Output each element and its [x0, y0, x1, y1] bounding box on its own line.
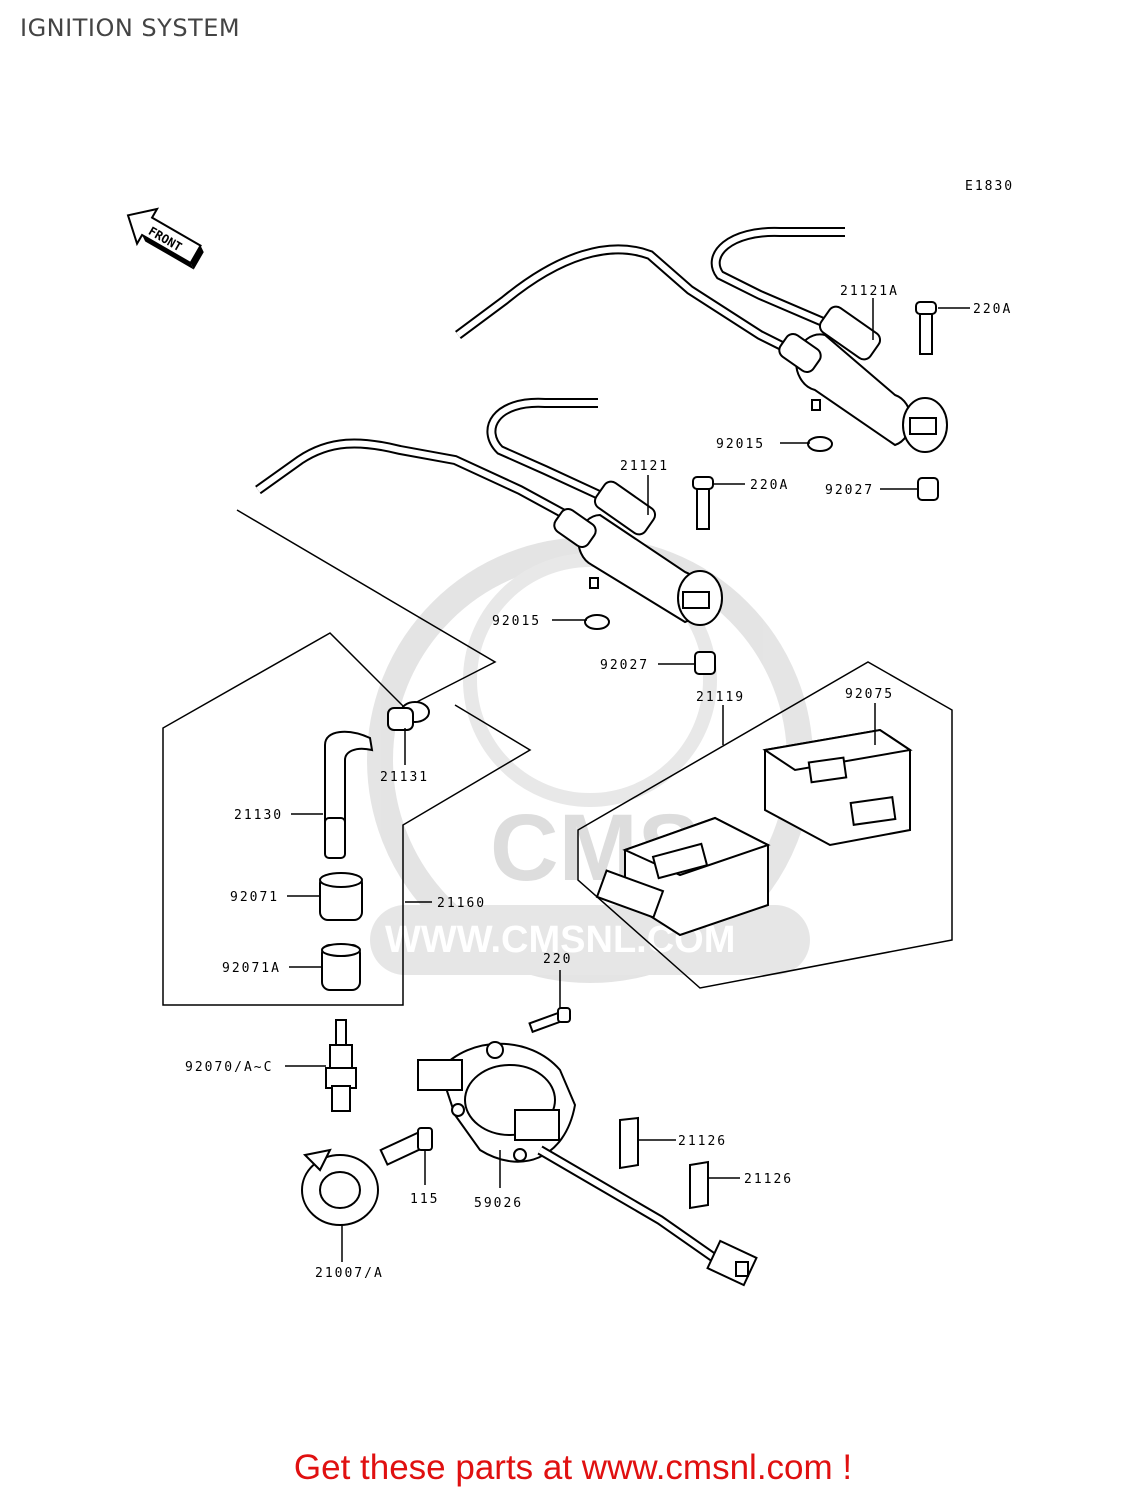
- page-title: IGNITION SYSTEM: [20, 14, 241, 42]
- part-label-92071: 92071: [230, 890, 279, 905]
- part-label-21126-a: 21126: [678, 1134, 727, 1149]
- plug-cap-group: [162, 509, 532, 1006]
- part-label-220: 220: [543, 952, 572, 967]
- part-label-92071a: 92071A: [222, 961, 281, 976]
- part-label-92027-top: 92027: [825, 483, 874, 498]
- ignition-coil-upper: [455, 226, 948, 501]
- leader-lines: [285, 298, 970, 1262]
- part-label-21119: 21119: [696, 690, 745, 705]
- shop-link-banner[interactable]: Get these parts at www.cmsnl.com !: [293, 1448, 853, 1487]
- ignition-coil-middle: [255, 397, 723, 675]
- part-label-92015-mid: 92015: [492, 614, 541, 629]
- part-label-220a-top: 220A: [973, 302, 1012, 317]
- part-label-21131: 21131: [380, 770, 429, 785]
- diagram-code: E1830: [965, 179, 1014, 194]
- part-label-21121: 21121: [620, 459, 669, 474]
- part-label-92075: 92075: [845, 687, 894, 702]
- part-labels: 21121A 220A 92015 92027 21121 220A 92015…: [185, 284, 1012, 1281]
- part-label-92027-mid: 92027: [600, 658, 649, 673]
- pickup-group: [301, 1007, 758, 1287]
- part-label-220a-mid: 220A: [750, 478, 789, 493]
- part-label-92015-top: 92015: [716, 437, 765, 452]
- part-label-92070: 92070/A~C: [185, 1060, 273, 1075]
- part-label-21126-b: 21126: [744, 1172, 793, 1187]
- part-label-21007: 21007/A: [315, 1266, 384, 1281]
- front-arrow: FRONT: [126, 207, 204, 270]
- part-label-21130: 21130: [234, 808, 283, 823]
- part-label-21160: 21160: [437, 896, 486, 911]
- part-label-115: 115: [410, 1192, 439, 1207]
- part-label-59026: 59026: [474, 1196, 523, 1211]
- part-label-21121a: 21121A: [840, 284, 899, 299]
- ignition-diagram: CMS WWW.CMSNL.COM FRONT E1830: [126, 179, 1014, 1287]
- igniter-group: [577, 661, 953, 989]
